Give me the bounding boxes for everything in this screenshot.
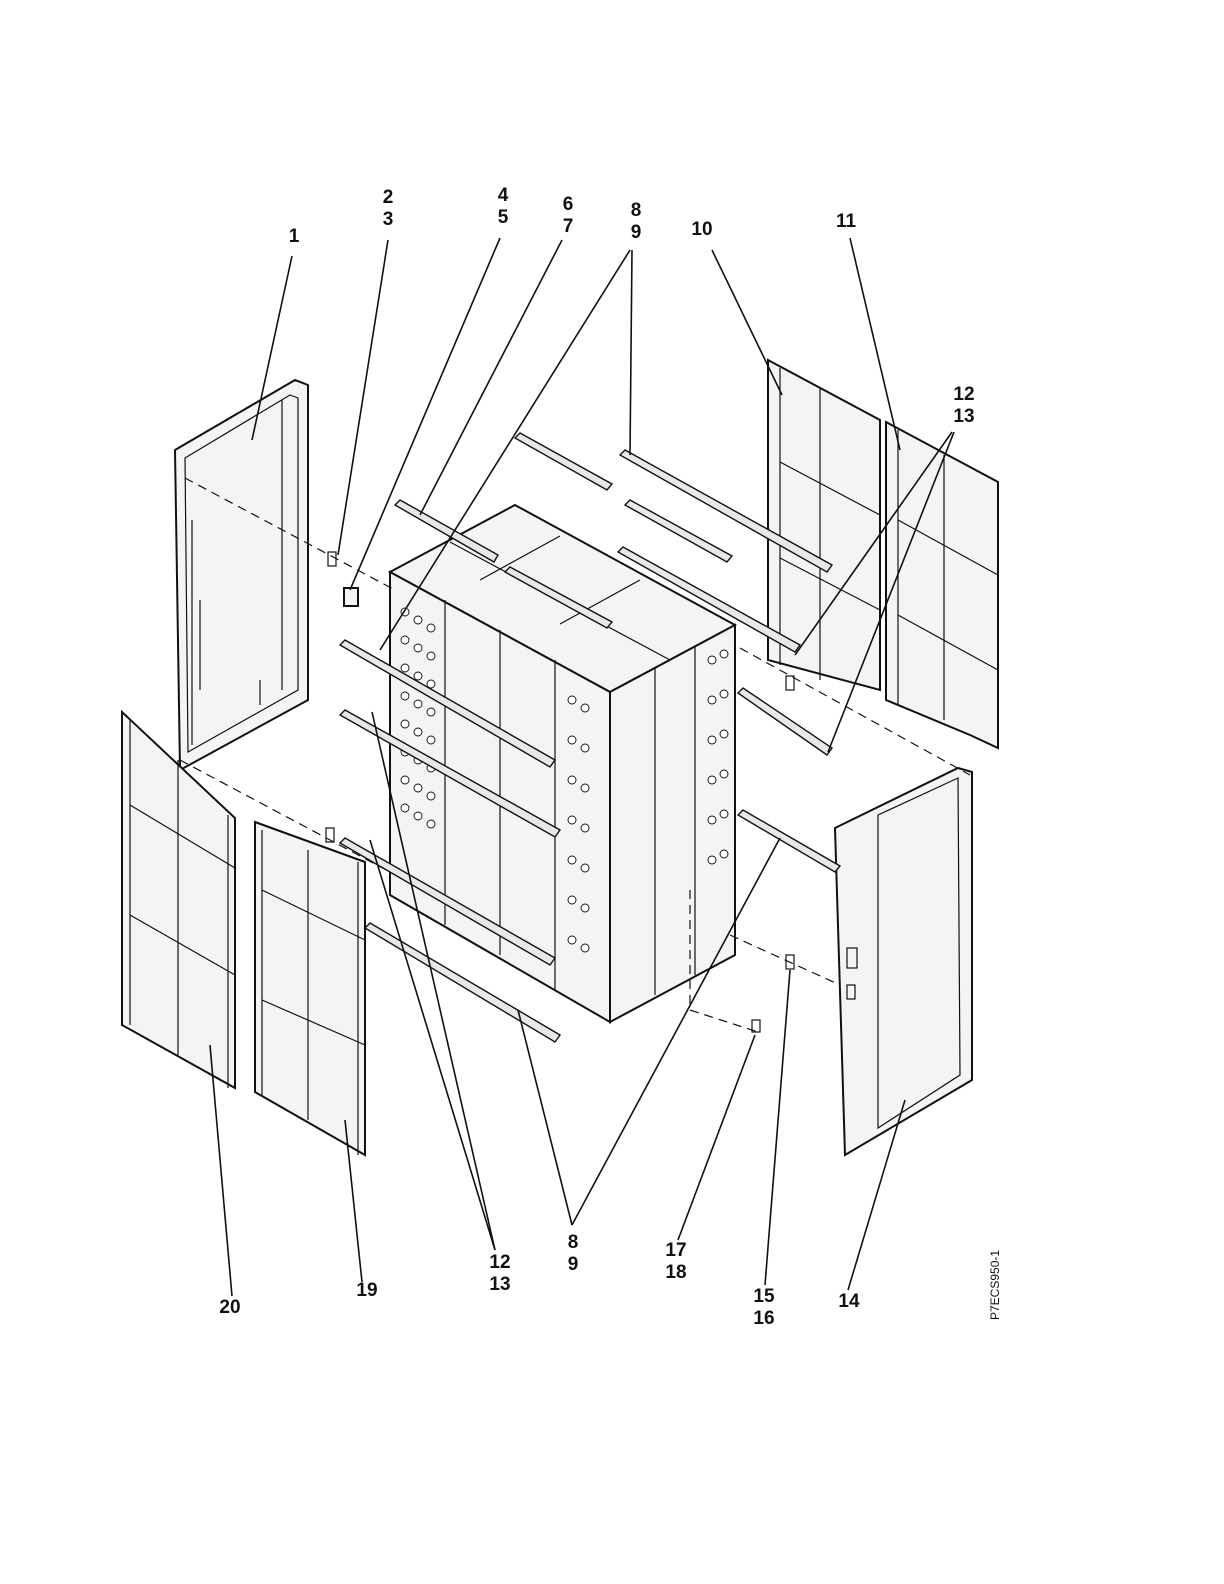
side-panel-part-20 bbox=[122, 712, 235, 1088]
callout-19: 19 bbox=[347, 1280, 387, 1302]
callout-11: 11 bbox=[826, 211, 866, 233]
rear-door-panel-part-11 bbox=[886, 422, 998, 748]
callout-4-5: 4 5 bbox=[483, 185, 523, 229]
callout-8-9-top: 8 9 bbox=[616, 200, 656, 244]
callout-8-9-bottom: 8 9 bbox=[553, 1232, 593, 1276]
callout-14: 14 bbox=[829, 1291, 869, 1313]
figure-id-label: P7ECS950-1 bbox=[988, 1250, 1002, 1320]
side-panel-part-19 bbox=[255, 822, 365, 1155]
callout-12-13-bottom: 12 13 bbox=[480, 1252, 520, 1296]
callout-12-13-top: 12 13 bbox=[944, 384, 984, 428]
callout-20: 20 bbox=[210, 1297, 250, 1319]
callout-10: 10 bbox=[682, 219, 722, 241]
callout-17-18: 17 18 bbox=[656, 1240, 696, 1284]
callout-2-3: 2 3 bbox=[368, 187, 408, 231]
front-door-part-1 bbox=[175, 380, 308, 770]
callout-6-7: 6 7 bbox=[548, 194, 588, 238]
side-cover-part-14 bbox=[835, 768, 972, 1155]
callout-1: 1 bbox=[274, 226, 314, 248]
callout-15-16: 15 16 bbox=[744, 1286, 784, 1330]
